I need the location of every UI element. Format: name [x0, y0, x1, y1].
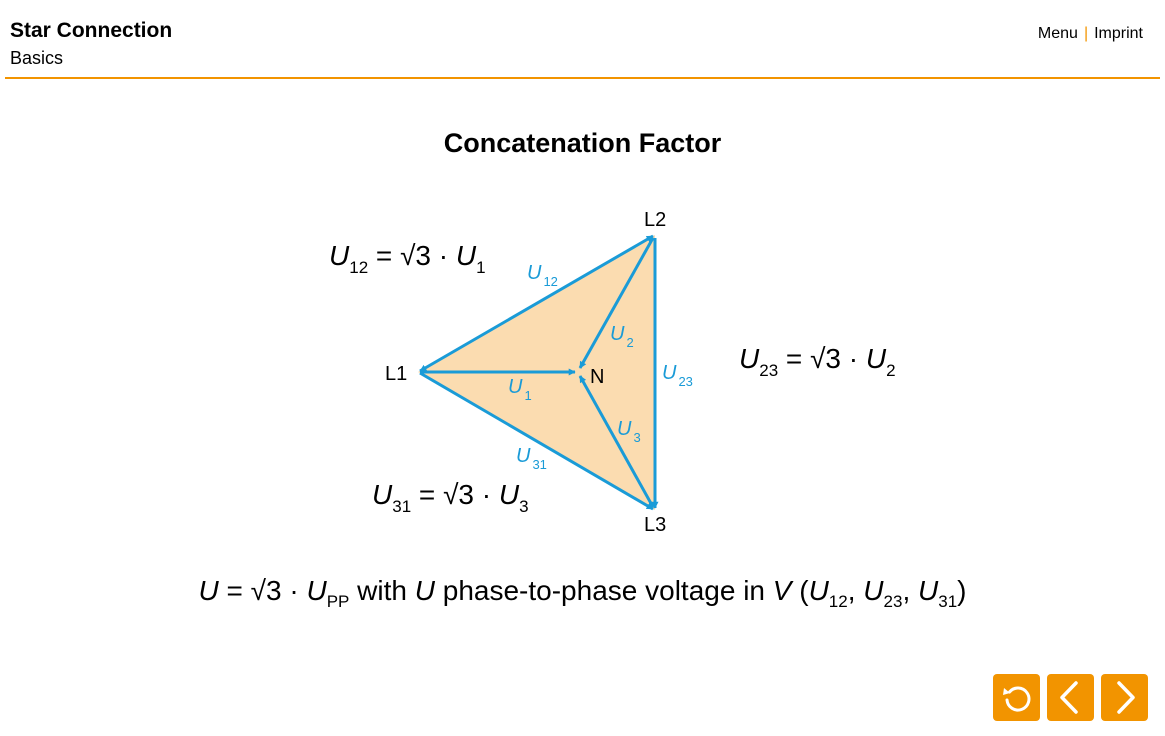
app-title: Star Connection [10, 19, 173, 42]
menu-link[interactable]: Menu [1037, 25, 1078, 42]
general-formula: U = √3 · UPP with U phase-to-phase volta… [198, 575, 967, 611]
top-navigation: Menu | Imprint [1038, 25, 1143, 43]
chevron-left-icon [1060, 681, 1078, 714]
reload-button[interactable] [993, 674, 1040, 721]
node-l1: L1 [385, 363, 407, 385]
previous-button[interactable] [1047, 674, 1094, 721]
header-divider [5, 77, 1160, 79]
arrow-u12 [419, 234, 654, 373]
header: Star Connection Basics Menu | Imprint [0, 0, 1165, 79]
node-l3: L3 [644, 514, 666, 536]
equation-u23: U23 = √3 · U2 [739, 343, 896, 380]
node-l2: L2 [644, 209, 666, 231]
next-button[interactable] [1101, 674, 1148, 721]
equation-u12: U12 = √3 · U1 [329, 240, 486, 277]
equation-u31: U31 = √3 · U3 [372, 479, 529, 516]
app-subtitle: Basics [10, 48, 64, 68]
imprint-link[interactable]: Imprint [1094, 25, 1143, 42]
arrow-u31 [419, 371, 654, 511]
arrow-u2 [578, 237, 655, 369]
nav-separator: | [1083, 25, 1089, 42]
page-title: Concatenation Factor [443, 128, 722, 158]
reload-icon [1003, 686, 1031, 712]
chevron-right-icon [1117, 681, 1135, 714]
node-n: N [590, 366, 604, 388]
arrow-u3 [578, 375, 655, 508]
